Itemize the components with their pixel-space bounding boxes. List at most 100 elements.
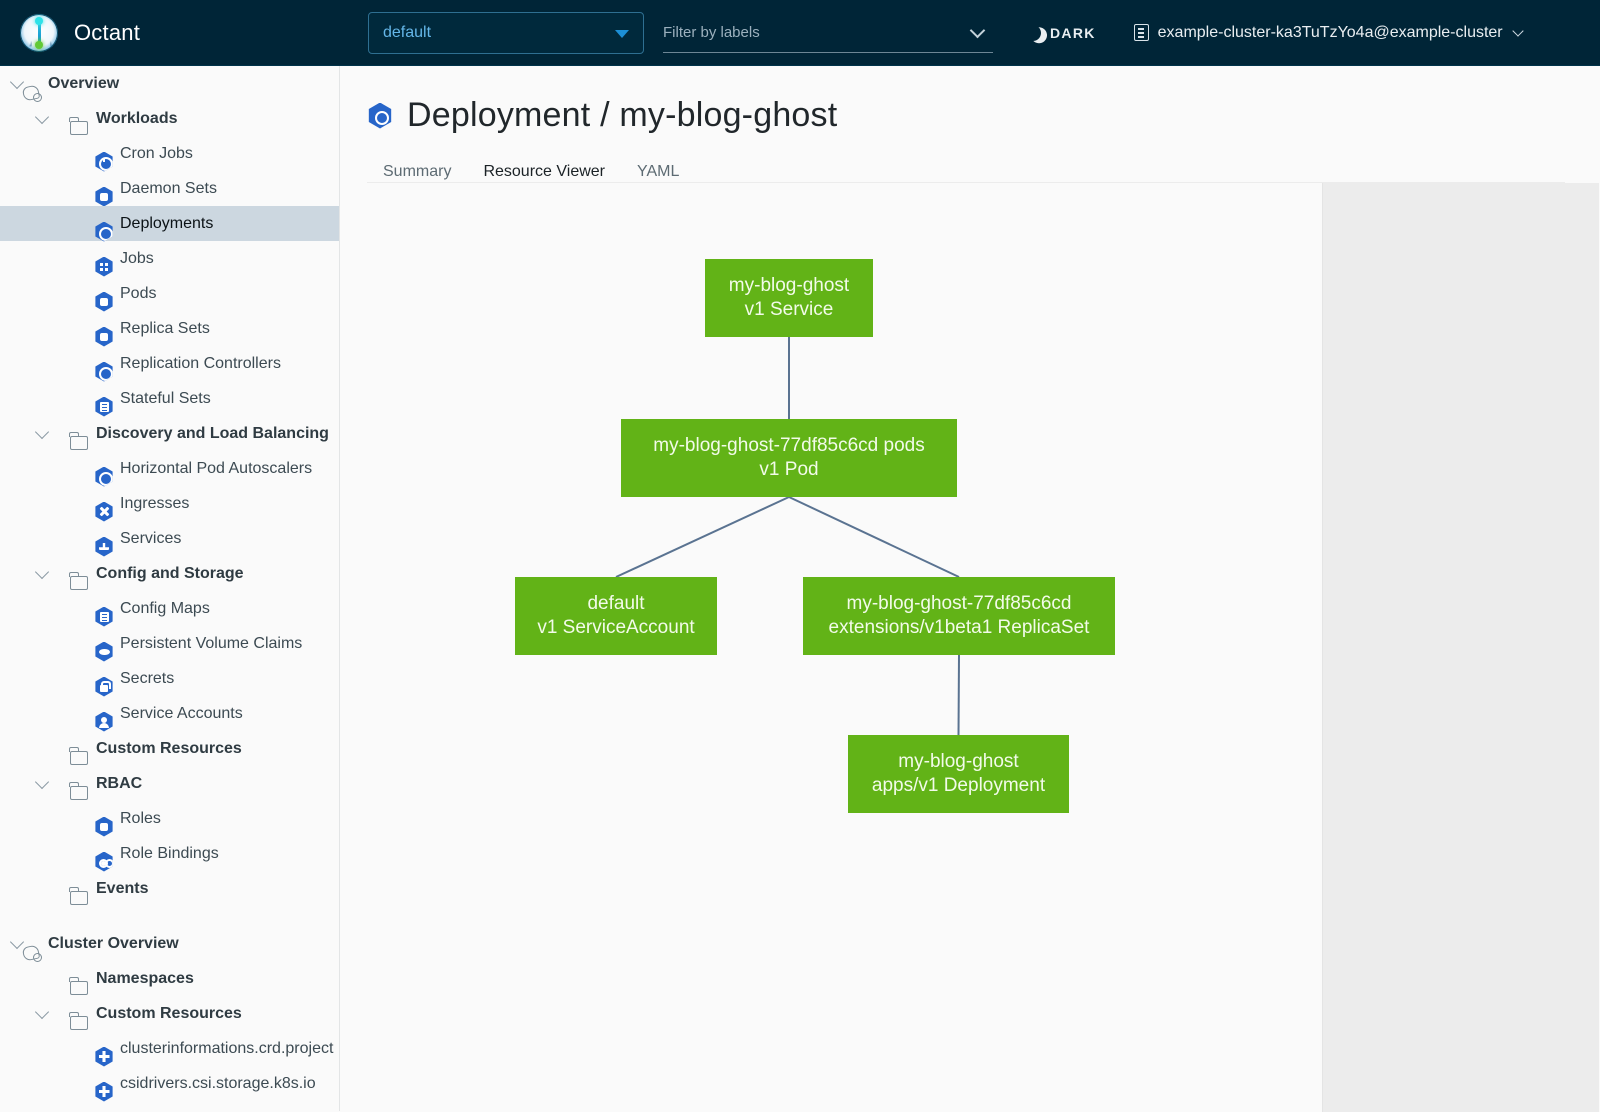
sidebar-item-stateful-sets[interactable]: Stateful Sets: [0, 381, 339, 417]
replication-controllers-icon: [95, 361, 113, 382]
cron-jobs-icon: [95, 151, 113, 172]
label-filter-input[interactable]: Filter by labels: [663, 13, 993, 53]
sidebar-item-namespaces[interactable]: Namespaces: [0, 961, 339, 996]
graph-node-box[interactable]: [705, 259, 873, 337]
sidebar-item-custom-resources[interactable]: Custom Resources: [0, 731, 339, 766]
role-bindings-icon: [95, 851, 113, 872]
replica-sets-icon: [95, 326, 113, 347]
chevron-down-icon[interactable]: [34, 1004, 50, 1020]
graph-node-rs[interactable]: my-blog-ghost-77df85c6cdextensions/v1bet…: [803, 577, 1115, 655]
sidebar-item-label: Deployments: [120, 214, 214, 232]
folder-icon: [69, 887, 88, 905]
namespace-selector[interactable]: default: [368, 11, 644, 54]
octant-logo-icon: [20, 13, 58, 52]
service-accounts-icon: [95, 711, 113, 732]
resource-viewer-side-panel[interactable]: [1322, 183, 1599, 1112]
sidebar-item-label: Cron Jobs: [120, 144, 193, 162]
sidebar-item-cluster-overview[interactable]: Cluster Overview: [0, 926, 339, 962]
graph-edge: [788, 496, 960, 578]
sidebar-item-csidrivers-csi-storage-k8s-io[interactable]: csidrivers.csi.storage.k8s.io: [0, 1066, 339, 1102]
chevron-down-icon[interactable]: [34, 564, 50, 580]
graph-node-box[interactable]: [848, 735, 1069, 813]
chevron-down-icon: [1511, 24, 1524, 37]
sidebar-item-deployments[interactable]: Deployments: [0, 206, 339, 242]
graph-node-name: default: [587, 593, 645, 614]
theme-toggle[interactable]: DARK: [1025, 25, 1096, 41]
sidebar-item-label: Replication Controllers: [120, 354, 281, 372]
sidebar-item-clusterinformations-crd-project[interactable]: clusterinformations.crd.project: [0, 1031, 339, 1067]
sidebar-item-config-maps[interactable]: Config Maps: [0, 591, 339, 627]
sidebar-item-ingresses[interactable]: Ingresses: [0, 486, 339, 522]
chevron-down-icon[interactable]: [34, 424, 50, 440]
graph-node-name: my-blog-ghost: [898, 751, 1019, 772]
sidebar-item-rbac[interactable]: RBAC: [0, 766, 339, 801]
theme-toggle-label: DARK: [1050, 24, 1096, 41]
sidebar-item-label: Cluster Overview: [48, 934, 179, 952]
custom-resource-icon: [95, 1081, 113, 1102]
graph-node-box[interactable]: [515, 577, 717, 655]
sidebar-item-config-and-storage[interactable]: Config and Storage: [0, 556, 339, 591]
sidebar-item-label: Daemon Sets: [120, 179, 217, 197]
sidebar-item-discovery-and-load-balancing[interactable]: Discovery and Load Balancing: [0, 416, 339, 451]
sidebar-item-cron-jobs[interactable]: Cron Jobs: [0, 136, 339, 172]
namespace-value: default: [383, 23, 432, 41]
sidebar-item-horizontal-pod-autoscalers[interactable]: Horizontal Pod Autoscalers: [0, 451, 339, 487]
sidebar-item-secrets[interactable]: Secrets: [0, 661, 339, 697]
sidebar-item-service-accounts[interactable]: Service Accounts: [0, 696, 339, 732]
sidebar-item-label: Replica Sets: [120, 319, 210, 337]
sidebar-item-services[interactable]: Services: [0, 521, 339, 557]
graph-node-name: my-blog-ghost: [729, 275, 850, 296]
sidebar-item-roles[interactable]: Roles: [0, 801, 339, 837]
folder-icon: [69, 1012, 88, 1030]
sidebar-item-role-bindings[interactable]: Role Bindings: [0, 836, 339, 872]
sidebar-item-label: Custom Resources: [96, 1004, 242, 1022]
sidebar-item-label: Events: [96, 879, 149, 897]
tab-yaml[interactable]: YAML: [621, 163, 695, 190]
config-maps-icon: [95, 606, 113, 627]
graph-node-box[interactable]: [621, 419, 957, 497]
brand[interactable]: Octant: [0, 13, 345, 52]
sidebar-item-custom-resources[interactable]: Custom Resources: [0, 996, 339, 1031]
page-title-text: Deployment / my-blog-ghost: [407, 96, 838, 134]
sidebar-item-jobs[interactable]: Jobs: [0, 241, 339, 277]
graph-node-name: my-blog-ghost-77df85c6cd: [847, 593, 1072, 614]
chevron-down-icon[interactable]: [34, 774, 50, 790]
folder-icon: [69, 747, 88, 765]
caret-down-icon: [615, 29, 629, 38]
sidebar-item-daemon-sets[interactable]: Daemon Sets: [0, 171, 339, 207]
stateful-sets-icon: [95, 396, 113, 417]
brand-name: Octant: [74, 19, 141, 45]
roles-icon: [95, 816, 113, 837]
sidebar-item-overview[interactable]: Overview: [0, 66, 339, 102]
sidebar-item-events[interactable]: Events: [0, 871, 339, 906]
sidebar-item-label: Service Accounts: [120, 704, 243, 722]
cluster-selector[interactable]: example-cluster-ka3TuTzYo4a@example-clus…: [1133, 24, 1524, 42]
tab-label: Resource Viewer: [483, 163, 605, 180]
sidebar-item-label: Config and Storage: [96, 564, 244, 582]
overview-icon: [22, 84, 42, 102]
sidebar-item-label: Config Maps: [120, 599, 210, 617]
sidebar-item-workloads[interactable]: Workloads: [0, 101, 339, 136]
tab-summary[interactable]: Summary: [367, 163, 467, 190]
cluster-overview-icon: [22, 944, 42, 962]
tab-label: Summary: [383, 163, 452, 180]
chevron-down-icon[interactable]: [969, 22, 986, 38]
cluster-icon: [1133, 24, 1149, 41]
sidebar-item-label: Persistent Volume Claims: [120, 634, 303, 652]
sidebar-item-pods[interactable]: Pods: [0, 276, 339, 312]
sidebar-item-replica-sets[interactable]: Replica Sets: [0, 311, 339, 347]
graph-node-box[interactable]: [803, 577, 1115, 655]
sidebar-item-replication-controllers[interactable]: Replication Controllers: [0, 346, 339, 382]
sidebar-item-label: clusterinformations.crd.project: [120, 1039, 334, 1057]
sidebar-item-persistent-volume-claims[interactable]: Persistent Volume Claims: [0, 626, 339, 662]
graph-edge: [615, 496, 790, 578]
graph-node-kind: v1 Pod: [759, 459, 818, 480]
chevron-down-icon[interactable]: [34, 109, 50, 125]
